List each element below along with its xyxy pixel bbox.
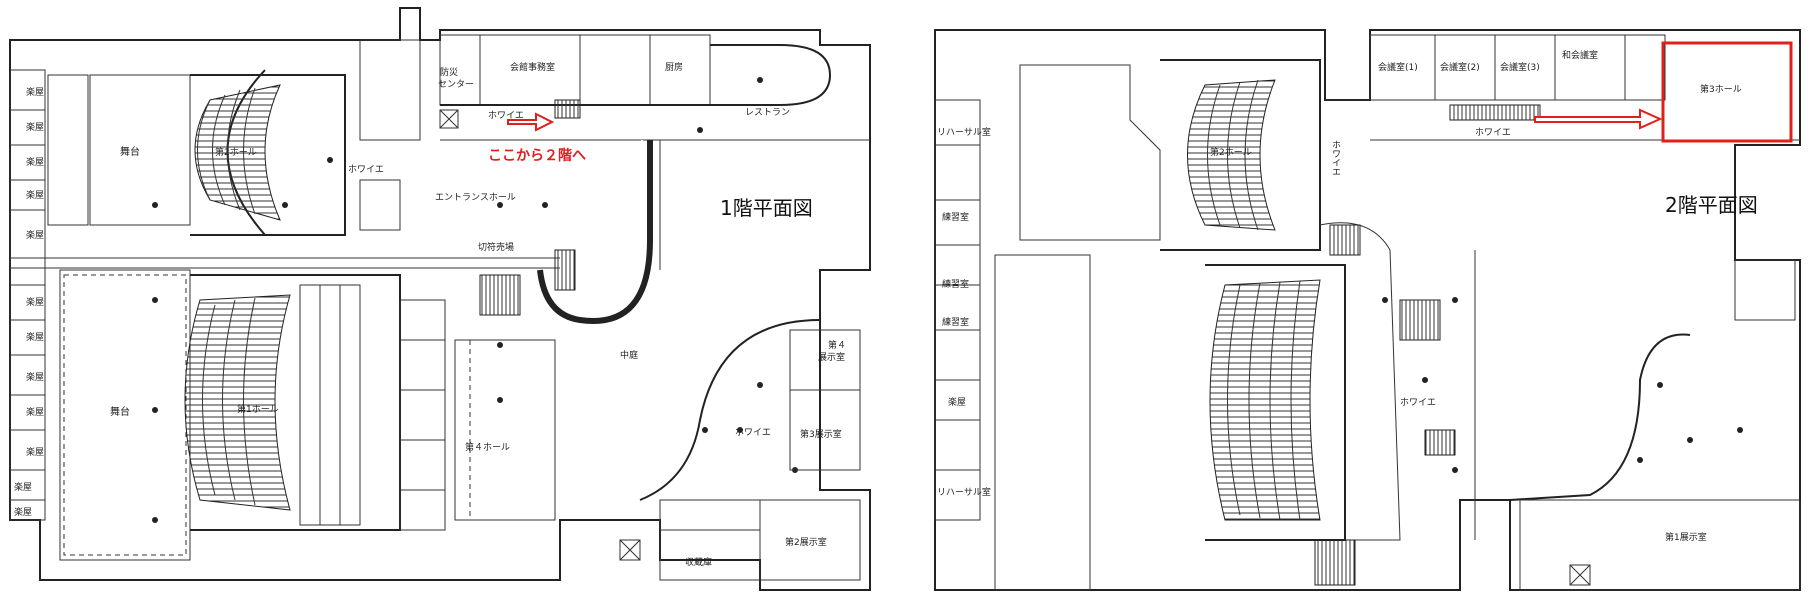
f1-restaurant: レストラン bbox=[745, 107, 790, 118]
f1-foyer-right: ホワイエ bbox=[735, 427, 771, 438]
f1-exh3: 第3展示室 bbox=[800, 428, 842, 440]
f1-gakuya-6: 楽屋 bbox=[26, 296, 44, 308]
f2-arrow-icon bbox=[1534, 108, 1663, 130]
f1-nakaniwa: 中庭 bbox=[620, 349, 638, 361]
f2-kaigi3: 会議室(3) bbox=[1500, 61, 1540, 73]
f1-gakuya-5: 楽屋 bbox=[26, 229, 44, 241]
f1-gakuya-1: 楽屋 bbox=[26, 86, 44, 98]
f2-renshu-1: 練習室 bbox=[942, 211, 969, 223]
f2-foyer-center: ホワイエ bbox=[1400, 397, 1436, 408]
f2-kaigi2: 会議室(2) bbox=[1440, 61, 1480, 73]
f1-butai-lower: 舞台 bbox=[110, 405, 130, 418]
f1-entrance: エントランスホール bbox=[435, 192, 516, 203]
f2-kaigi1: 会議室(1) bbox=[1378, 61, 1418, 73]
f1-gakuya-4: 楽屋 bbox=[26, 189, 44, 201]
f2-wakaigi: 和会議室 bbox=[1562, 49, 1598, 61]
f1-kippu: 切符売場 bbox=[478, 241, 514, 253]
f1-foyer-top: ホワイエ bbox=[488, 110, 524, 121]
floor2-plan bbox=[934, 29, 1801, 591]
f1-exh4-1: 第４ bbox=[828, 339, 846, 351]
f2-renshu-2: 練習室 bbox=[942, 278, 969, 290]
f2-renshu-3: 練習室 bbox=[942, 316, 969, 328]
f1-gakuya-10: 楽屋 bbox=[26, 446, 44, 458]
f1-souko: 収蔵庫 bbox=[685, 556, 712, 568]
f1-gakuya-9: 楽屋 bbox=[26, 406, 44, 418]
f1-foyer-left: ホワイエ bbox=[348, 164, 384, 175]
f1-gakuya-11: 楽屋 bbox=[14, 481, 32, 493]
f1-gakuya-12: 楽屋 bbox=[14, 506, 32, 518]
f2-gakuya: 楽屋 bbox=[948, 396, 966, 408]
f2-title: 2階平面図 bbox=[1665, 193, 1758, 217]
floor1-plan bbox=[9, 7, 871, 591]
f1-chubo: 厨房 bbox=[665, 61, 683, 73]
f1-gakuya-2: 楽屋 bbox=[26, 121, 44, 133]
f1-butai-upper: 舞台 bbox=[120, 145, 140, 158]
f2-hall2: 第2ホール bbox=[1210, 146, 1252, 158]
f1-hall1: 第1ホール bbox=[237, 403, 279, 415]
f2-rehearsal-1: リハーサル室 bbox=[937, 126, 991, 138]
f1-title: 1階平面図 bbox=[720, 196, 813, 220]
f2-rehearsal-2: リハーサル室 bbox=[937, 486, 991, 498]
f1-gakuya-8: 楽屋 bbox=[26, 371, 44, 383]
f2-foyer-vertical: ホワイエ bbox=[1330, 140, 1341, 176]
f1-hall4: 第４ホール bbox=[465, 441, 510, 453]
f2-foyer-top: ホワイエ bbox=[1475, 127, 1511, 138]
f1-gakuya-3: 楽屋 bbox=[26, 156, 44, 168]
f1-gakuya-7: 楽屋 bbox=[26, 331, 44, 343]
f2-hall3: 第3ホール bbox=[1700, 83, 1742, 95]
f1-exh4-2: 展示室 bbox=[818, 351, 845, 363]
f1-kaikan-jimu: 会館事務室 bbox=[510, 61, 555, 73]
f2-exh1: 第1展示室 bbox=[1665, 531, 1707, 543]
f1-annotation: ここから２階へ bbox=[488, 147, 586, 164]
f1-bousai-1: 防災 bbox=[440, 66, 458, 78]
f1-hall2: 第2ホール bbox=[215, 146, 257, 158]
f1-arrow-icon bbox=[507, 112, 555, 132]
f1-exh2: 第2展示室 bbox=[785, 536, 827, 548]
f1-bousai-2: センター bbox=[438, 79, 474, 90]
hall3-highlight-box bbox=[1661, 41, 1793, 143]
